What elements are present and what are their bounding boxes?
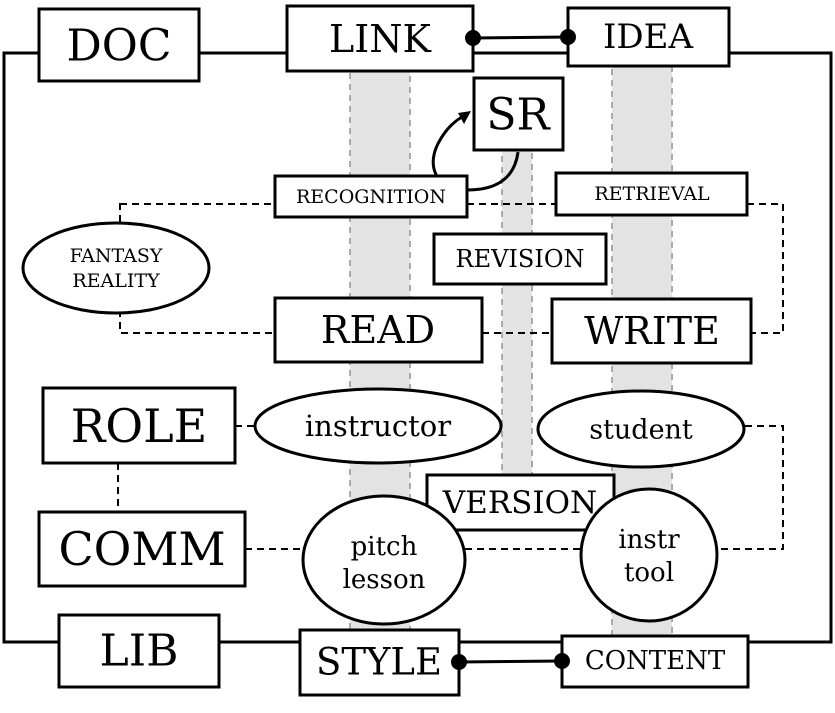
doc-box bbox=[37, 7, 201, 83]
read-label: READ bbox=[321, 308, 435, 352]
lib-label: LIB bbox=[100, 626, 179, 677]
lib-box bbox=[57, 613, 221, 689]
fantasy-read-connector bbox=[119, 310, 275, 334]
comm-node: COMM bbox=[37, 510, 247, 588]
lib-node: LIB bbox=[57, 613, 221, 689]
style-label: STYLE bbox=[316, 641, 442, 684]
student-instr-connector bbox=[718, 425, 784, 550]
content-connector-dot bbox=[554, 653, 570, 669]
instr-label: instr bbox=[618, 525, 680, 555]
revision-box bbox=[432, 232, 608, 286]
lesson-label: lesson bbox=[343, 565, 426, 595]
sr-box bbox=[472, 76, 565, 152]
idea-node: IDEA bbox=[566, 6, 731, 68]
student-label: student bbox=[589, 415, 693, 446]
style-node: STYLE bbox=[298, 628, 461, 697]
tool-label: tool bbox=[624, 558, 674, 588]
fantasy-label: FANTASY bbox=[70, 245, 163, 267]
role-node: ROLE bbox=[41, 386, 237, 465]
instructor-node: instructor bbox=[253, 387, 503, 465]
sr-node: SR bbox=[472, 76, 565, 152]
sr-loop-arrowhead bbox=[458, 111, 471, 124]
recognition-label: RECOGNITION bbox=[296, 186, 446, 208]
version-box bbox=[425, 473, 616, 532]
style-box bbox=[298, 628, 461, 697]
role-label: ROLE bbox=[71, 399, 207, 453]
instr-tool-ellipse bbox=[579, 487, 719, 623]
comm-box bbox=[37, 510, 247, 588]
version-label: VERSION bbox=[442, 485, 597, 521]
comm-label: COMM bbox=[58, 522, 225, 576]
read-box bbox=[273, 296, 484, 364]
write-label: WRITE bbox=[584, 309, 720, 353]
role-box bbox=[41, 386, 237, 465]
link-label: LINK bbox=[329, 17, 431, 61]
retrieval-write-connector bbox=[747, 203, 784, 334]
style-content-connector bbox=[458, 659, 563, 664]
read-node: READ bbox=[273, 296, 484, 364]
style-connector-dot bbox=[451, 654, 467, 670]
sr-version-bar bbox=[501, 149, 533, 501]
write-box bbox=[550, 297, 753, 365]
retrieval-node: RETRIEVAL bbox=[554, 171, 749, 217]
link-box bbox=[285, 4, 475, 73]
content-box bbox=[560, 634, 750, 689]
sr-label: SR bbox=[486, 90, 551, 141]
instructor-label: instructor bbox=[305, 409, 451, 443]
pitch-lesson-ellipse bbox=[301, 494, 467, 626]
fantasy-reality-node: FANTASY REALITY bbox=[21, 221, 211, 315]
content-label: CONTENT bbox=[585, 646, 726, 676]
recognition-box bbox=[273, 174, 469, 219]
doc-node: DOC bbox=[37, 7, 201, 83]
link-connector-dot bbox=[465, 30, 481, 46]
write-node: WRITE bbox=[550, 297, 753, 365]
retrieval-label: RETRIEVAL bbox=[594, 183, 710, 205]
pitch-label: pitch bbox=[351, 532, 418, 562]
recognition-node: RECOGNITION bbox=[273, 174, 469, 219]
instr-tool-node: instr tool bbox=[579, 487, 719, 623]
student-node: student bbox=[536, 389, 746, 469]
fantasy-reality-ellipse bbox=[21, 221, 211, 315]
link-idea-connector bbox=[472, 35, 569, 40]
idea-label: IDEA bbox=[603, 17, 694, 57]
doc-label: DOC bbox=[66, 21, 171, 72]
idea-box bbox=[566, 6, 731, 68]
revision-label: REVISION bbox=[456, 245, 585, 273]
content-node: CONTENT bbox=[560, 634, 750, 689]
version-node: VERSION bbox=[425, 473, 616, 532]
idea-connector-dot bbox=[560, 29, 576, 45]
instructor-ellipse bbox=[253, 387, 503, 465]
retrieval-box bbox=[554, 171, 749, 217]
link-node: LINK bbox=[285, 4, 475, 73]
reality-label: REALITY bbox=[72, 270, 160, 292]
revision-node: REVISION bbox=[432, 232, 608, 286]
pitch-lesson-node: pitch lesson bbox=[301, 494, 467, 626]
student-ellipse bbox=[536, 389, 746, 469]
